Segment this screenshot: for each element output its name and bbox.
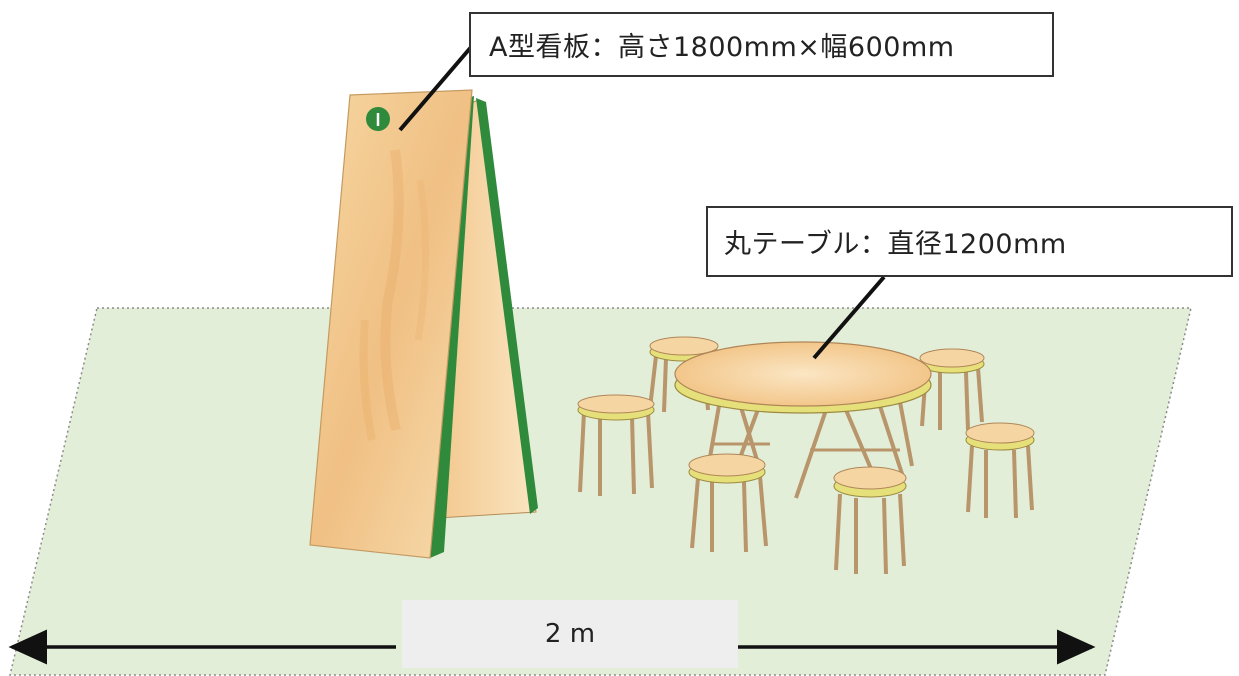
dimension-label: 2 m [402,600,738,668]
stool-front-left [688,453,768,553]
sign-callout-text: A型看板：高さ1800mm×幅600mm [489,32,955,63]
table-callout: 丸テーブル：直径1200mm [706,206,1233,277]
stool-top-right [919,348,985,431]
a-frame-sign [309,89,538,559]
stool-right [965,422,1035,519]
stool-left [577,394,655,496]
round-table [674,341,932,499]
table-callout-text: 丸テーブル：直径1200mm [724,229,1067,260]
dimension-label-text: 2 m [544,619,596,649]
table-leader-line [812,275,886,360]
stool-front-right [833,466,907,575]
sign-leader-line [398,44,474,132]
sign-callout: A型看板：高さ1800mm×幅600mm [469,12,1054,77]
